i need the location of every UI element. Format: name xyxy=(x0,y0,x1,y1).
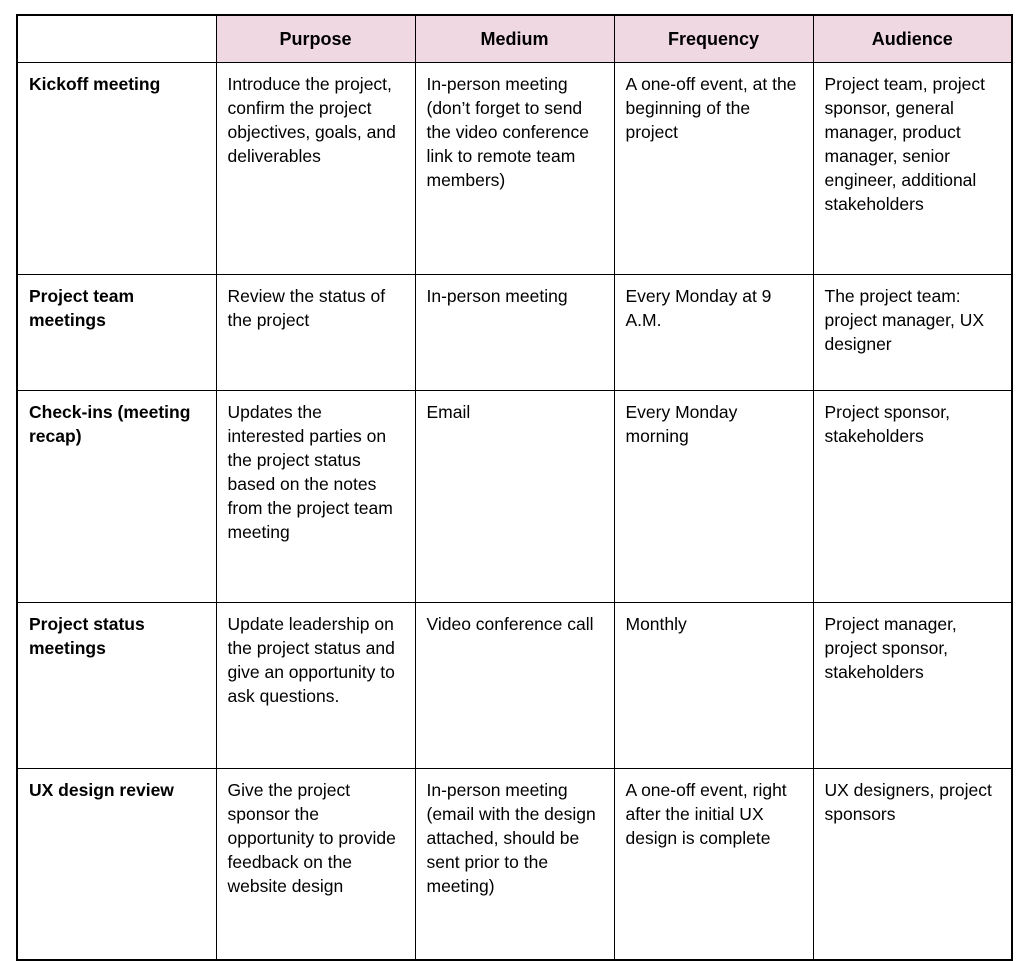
cell-kickoff-audience: Project team, project sponsor, general m… xyxy=(812,62,1013,275)
cell-ux-review-purpose: Give the project sponsor the opportunity… xyxy=(215,768,416,961)
table-row-check-ins: Check-ins (meeting recap) Updates the in… xyxy=(16,390,1013,603)
header-cell-purpose: Purpose xyxy=(215,14,416,63)
cell-check-ins-audience: Project sponsor, stakeholders xyxy=(812,390,1013,603)
document-page: Purpose Medium Frequency Audience Kickof… xyxy=(16,14,1013,961)
cell-team-meetings-audience: The project team: project manager, UX de… xyxy=(812,274,1013,391)
table-row-project-status-meetings: Project status meetings Update leadershi… xyxy=(16,602,1013,769)
cell-status-meetings-purpose: Update leadership on the project status … xyxy=(215,602,416,769)
cell-check-ins-frequency: Every Monday morning xyxy=(613,390,814,603)
cell-team-meetings-frequency: Every Monday at 9 A.M. xyxy=(613,274,814,391)
table-body: Kickoff meeting Introduce the project, c… xyxy=(16,62,1013,961)
header-cell-frequency: Frequency xyxy=(613,14,814,63)
table-header: Purpose Medium Frequency Audience xyxy=(16,14,1013,63)
cell-kickoff-purpose: Introduce the project, confirm the proje… xyxy=(215,62,416,275)
header-cell-medium: Medium xyxy=(414,14,615,63)
cell-kickoff-name: Kickoff meeting xyxy=(16,62,217,275)
cell-status-meetings-audience: Project manager, project sponsor, stakeh… xyxy=(812,602,1013,769)
header-row: Purpose Medium Frequency Audience xyxy=(16,14,1013,63)
communication-plan-table: Purpose Medium Frequency Audience Kickof… xyxy=(16,14,1013,961)
cell-team-meetings-medium: In-person meeting xyxy=(414,274,615,391)
cell-check-ins-name: Check-ins (meeting recap) xyxy=(16,390,217,603)
header-cell-blank xyxy=(16,14,217,63)
cell-check-ins-purpose: Updates the interested parties on the pr… xyxy=(215,390,416,603)
cell-kickoff-medium: In-person meeting (don’t forget to send … xyxy=(414,62,615,275)
table-row-ux-design-review: UX design review Give the project sponso… xyxy=(16,768,1013,961)
cell-status-meetings-medium: Video conference call xyxy=(414,602,615,769)
table-row-kickoff-meeting: Kickoff meeting Introduce the project, c… xyxy=(16,62,1013,275)
cell-ux-review-name: UX design review xyxy=(16,768,217,961)
cell-check-ins-medium: Email xyxy=(414,390,615,603)
cell-team-meetings-purpose: Review the status of the project xyxy=(215,274,416,391)
table-row-project-team-meetings: Project team meetings Review the status … xyxy=(16,274,1013,391)
cell-ux-review-medium: In-person meeting (email with the design… xyxy=(414,768,615,961)
cell-status-meetings-frequency: Monthly xyxy=(613,602,814,769)
cell-status-meetings-name: Project status meetings xyxy=(16,602,217,769)
cell-ux-review-audience: UX designers, project sponsors xyxy=(812,768,1013,961)
header-cell-audience: Audience xyxy=(812,14,1013,63)
cell-team-meetings-name: Project team meetings xyxy=(16,274,217,391)
cell-kickoff-frequency: A one-off event, at the beginning of the… xyxy=(613,62,814,275)
cell-ux-review-frequency: A one-off event, right after the initial… xyxy=(613,768,814,961)
